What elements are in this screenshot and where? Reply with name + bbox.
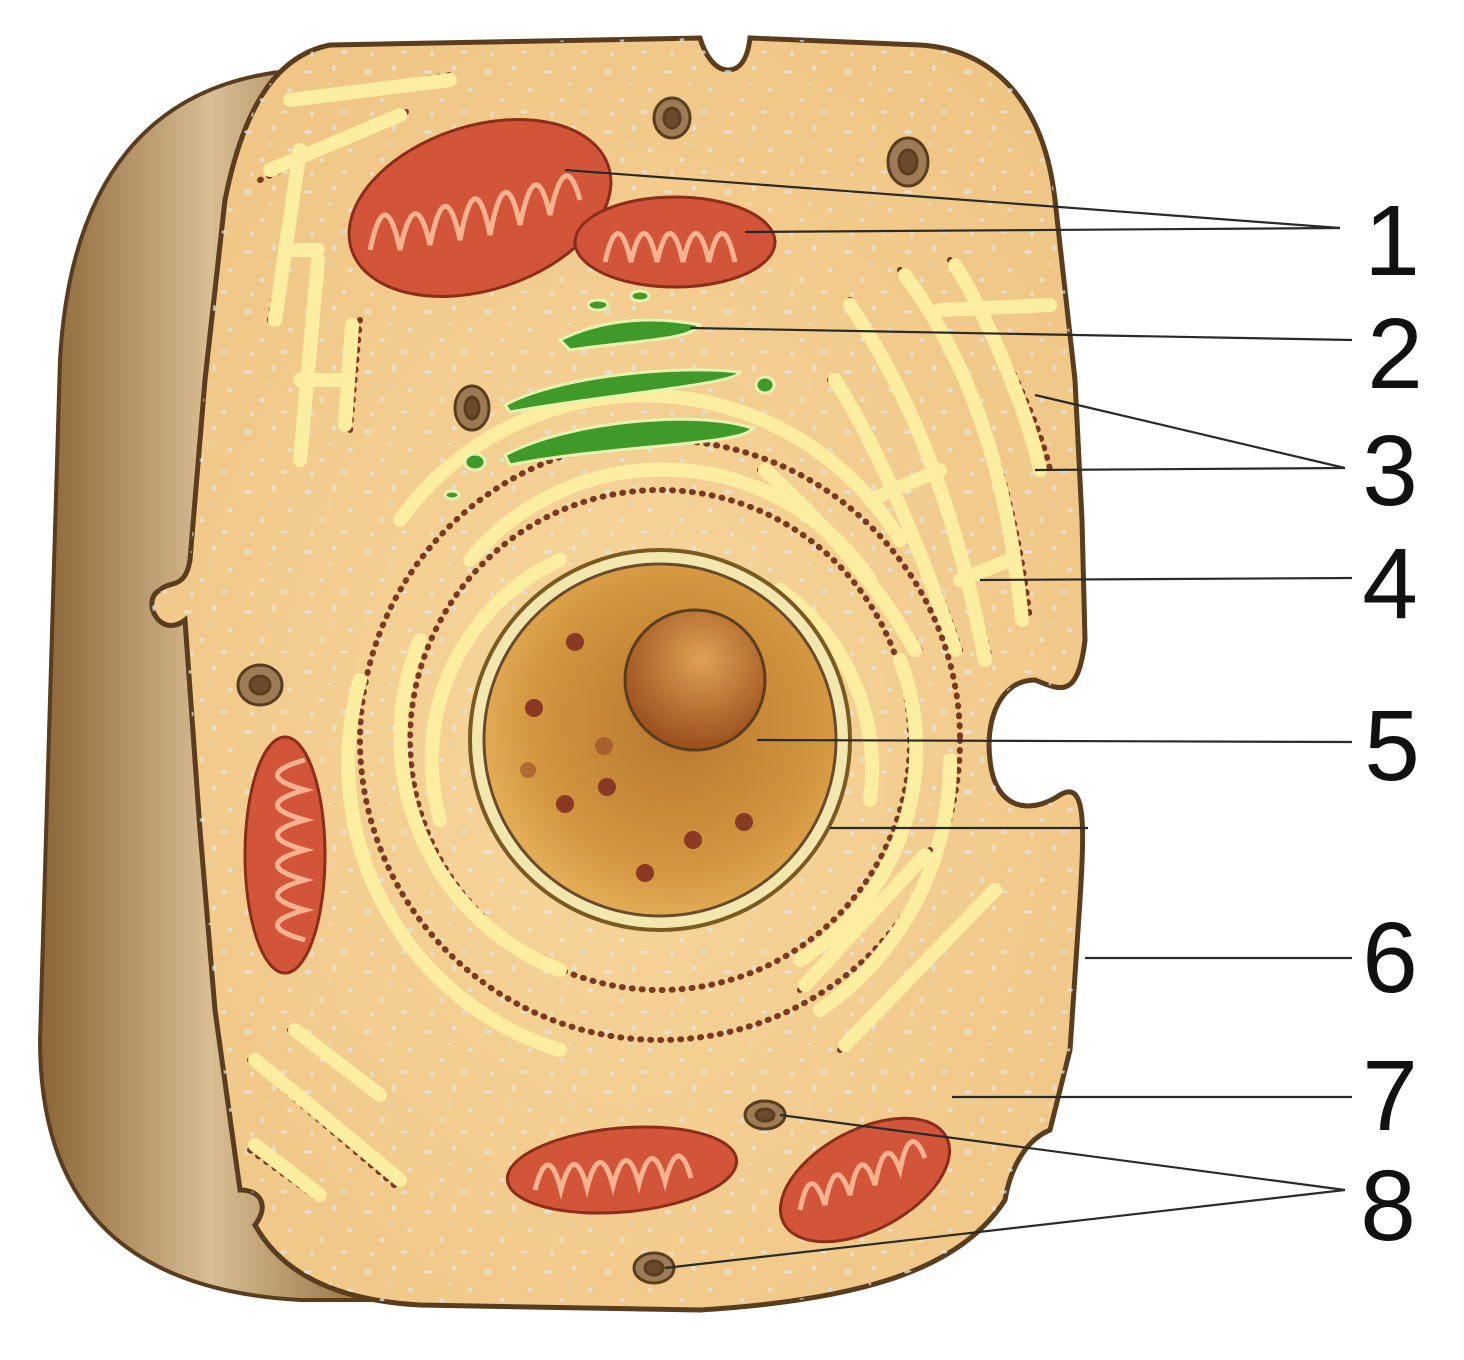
callout-4: 4 xyxy=(1362,528,1418,640)
callout-6: 6 xyxy=(1362,902,1418,1014)
callout-2: 2 xyxy=(1367,298,1423,410)
rough-er-bottom-right xyxy=(797,847,1003,1053)
chromatin-dots xyxy=(520,633,753,882)
mitochondria xyxy=(243,118,952,1244)
callout-5: 5 xyxy=(1364,690,1420,802)
callout-8: 8 xyxy=(1360,1150,1416,1262)
callout-labels: 1 2 3 4 5 6 7 8 xyxy=(1360,185,1423,1262)
vesicle xyxy=(632,1251,676,1285)
mitochondrion-top-small xyxy=(573,195,777,289)
leader-line-8b xyxy=(664,1188,1346,1270)
nucleolus xyxy=(623,608,767,752)
vesicles xyxy=(236,96,930,1285)
leader-line-3a xyxy=(1034,393,1346,470)
leader-line-2 xyxy=(689,326,1353,342)
leader-line-3b xyxy=(1034,466,1346,472)
vesicle xyxy=(652,96,692,140)
leader-line-1b xyxy=(744,226,1341,234)
leader-line-5 xyxy=(756,738,1353,744)
golgi-apparatus xyxy=(443,289,776,501)
leader-line-4 xyxy=(979,576,1353,582)
leader-line-1a xyxy=(564,168,1341,230)
vesicle xyxy=(743,1099,787,1131)
mitochondrion-bottom-left xyxy=(505,1125,739,1215)
callout-3: 3 xyxy=(1362,415,1418,527)
mitochondrion-top-large xyxy=(347,118,613,298)
vesicle xyxy=(236,663,284,707)
callout-7: 7 xyxy=(1362,1040,1418,1152)
vesicle xyxy=(886,136,930,188)
nucleus xyxy=(468,548,852,932)
leader-lines xyxy=(564,168,1353,1270)
rough-er-bottom-left xyxy=(247,1023,407,1203)
rough-er-top-left xyxy=(257,72,457,467)
vesicle xyxy=(453,384,491,432)
leader-line-8a xyxy=(779,1113,1346,1192)
callout-1: 1 xyxy=(1364,185,1420,297)
mitochondrion-left xyxy=(243,735,327,975)
